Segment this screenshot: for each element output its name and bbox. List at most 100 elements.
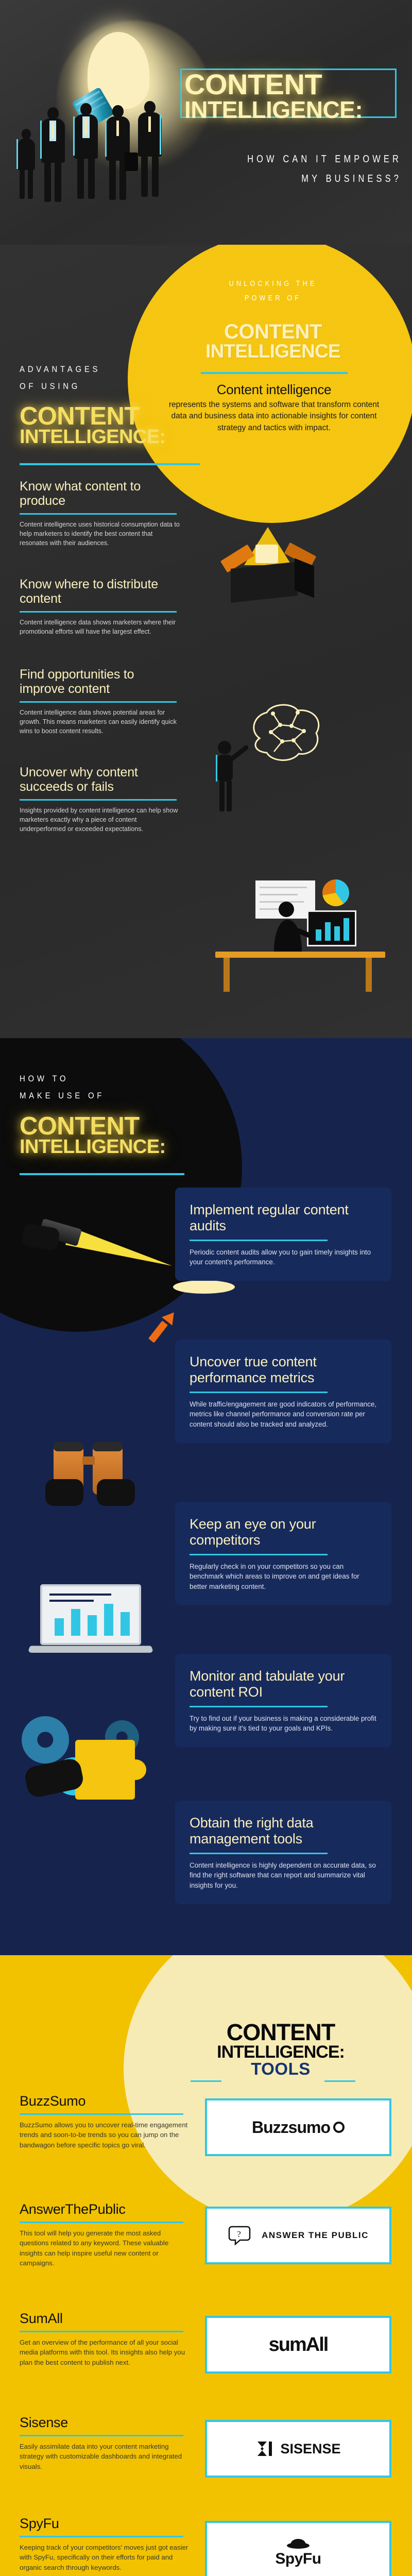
hand-icon — [45, 1479, 83, 1506]
tool-logo-text: sumAll — [268, 2333, 329, 2355]
laptop-screen-icon — [40, 1584, 141, 1645]
tools-title-divider-right — [324, 2080, 355, 2082]
advantage-heading: Know where to distribute content — [20, 577, 158, 606]
tools-title-line-3: TOOLS — [251, 2059, 311, 2079]
tools-section: CONTENT INTELLIGENCE: TOOLS BuzzSumo Buz… — [0, 1955, 412, 2576]
how-to-kicker-line-1: HOW TO — [20, 1074, 69, 1083]
definition-lead: Content intelligence — [216, 382, 332, 397]
definition-kicker-line-1: UNLOCKING THE — [229, 279, 317, 288]
how-to-body: Content intelligence is highly dependent… — [190, 1861, 376, 1890]
tool-body: Keeping track of your competitors' moves… — [20, 2544, 188, 2571]
advantages-title-line-2: INTELLIGENCE: — [20, 426, 166, 448]
puzzle-piece-icon — [75, 1740, 146, 1800]
tool-logo-text: Buzzsumo — [252, 2117, 331, 2137]
tool-logo-text: ANSWER THE PUBLIC — [262, 2230, 369, 2241]
how-to-title-divider — [20, 1173, 184, 1175]
advantage-heading: Find opportunities to improve content — [20, 667, 134, 697]
tool-body: Get an overview of the performance of al… — [20, 2338, 185, 2366]
advantage-body: Content intelligence uses historical con… — [20, 520, 180, 547]
how-to-body: Regularly check in on your competitors s… — [190, 1562, 359, 1591]
light-beam-icon — [65, 1227, 175, 1275]
advantages-kicker: ADVANTAGES OF USING — [20, 361, 169, 395]
person-pointing-illustration — [207, 739, 249, 817]
how-to-heading: Implement regular content audits — [190, 1202, 349, 1233]
tool-name: BuzzSumo — [20, 2093, 86, 2109]
definition-heading-line-2: INTELLIGENCE — [205, 341, 341, 362]
binoculars-illustration — [31, 1430, 170, 1533]
hero-title-line-1: CONTENT — [184, 68, 322, 100]
tool-name: SpyFu — [20, 2516, 59, 2531]
how-to-kicker: HOW TO MAKE USE OF — [20, 1070, 165, 1104]
gears-puzzle-illustration — [19, 1713, 173, 1832]
tool-name: Sisense — [20, 2415, 68, 2430]
how-to-card: Obtain the right data management tools C… — [175, 1801, 391, 1905]
how-to-body: Periodic content audits allow you to gai… — [190, 1248, 371, 1266]
how-to-heading: Monitor and tabulate your content ROI — [190, 1668, 345, 1700]
advantage-heading: Uncover why content succeeds or fails — [20, 765, 138, 794]
tool-item: AnswerThePublic This tool will help you … — [20, 2201, 190, 2268]
advantages-title-line-1: CONTENT — [20, 402, 140, 430]
businesspeople-illustration — [15, 101, 185, 222]
tool-name: AnswerThePublic — [20, 2201, 126, 2217]
tool-item: Sisense Easily assimilate data into your… — [20, 2415, 190, 2471]
tools-title-line-1: CONTENT — [226, 2019, 336, 2045]
advantage-heading: Know what content to produce — [20, 479, 141, 509]
light-pool-icon — [173, 1280, 235, 1294]
tool-item: SumAll Get an overview of the performanc… — [20, 2311, 190, 2367]
tool-divider — [20, 2435, 183, 2436]
definition-kicker-line-2: POWER OF — [244, 293, 302, 302]
person-pointing-icon — [216, 741, 249, 811]
how-to-body: While traffic/engagement are good indica… — [190, 1400, 376, 1429]
advantage-item: Find opportunities to improve content Co… — [20, 667, 180, 736]
wall-pie-chart-icon — [322, 879, 349, 906]
how-to-divider — [190, 1852, 328, 1854]
tool-logo-card[interactable]: sumAll — [205, 2316, 391, 2374]
paper-stack-icon — [255, 545, 278, 563]
how-to-divider — [190, 1391, 328, 1393]
hero-subtitle-line-1: HOW CAN IT EMPOWER — [247, 154, 402, 165]
advantage-item: Know what content to produce Content int… — [20, 479, 180, 548]
hero-subtitle: HOW CAN IT EMPOWER MY BUSINESS? — [174, 149, 402, 189]
buzzsumo-circle-icon — [333, 2122, 345, 2133]
advantage-item: Uncover why content succeeds or fails In… — [20, 765, 180, 834]
advantage-divider — [20, 799, 177, 801]
advantage-body: Content intelligence data shows marketer… — [20, 618, 176, 635]
briefcase-icon — [125, 152, 138, 171]
tool-divider — [20, 2536, 183, 2537]
tools-title-divider-left — [191, 2080, 221, 2082]
content-box-illustration — [220, 527, 319, 611]
how-to-card: Keep an eye on your competitors Regularl… — [175, 1502, 391, 1606]
desk-surface — [215, 952, 385, 958]
tool-item: BuzzSumo BuzzSumo allows you to uncover … — [20, 2093, 190, 2150]
tool-logo-card[interactable]: SpyFu — [205, 2521, 391, 2576]
monitor-icon — [307, 910, 356, 946]
hero-title-box — [180, 69, 397, 118]
hero-subtitle-line-2: MY BUSINESS? — [301, 173, 402, 184]
tool-divider — [20, 2331, 183, 2332]
tool-body: Easily assimilate data into your content… — [20, 2443, 182, 2470]
definition-heading-line-1: CONTENT — [224, 320, 322, 343]
tool-body: This tool will help you generate the mos… — [20, 2229, 169, 2267]
how-to-title-line-1: CONTENT — [20, 1112, 140, 1140]
tool-logo-card[interactable]: ? ANSWER THE PUBLIC — [205, 2207, 391, 2264]
advantages-kicker-line-2: OF USING — [20, 381, 81, 392]
definition-divider — [201, 372, 348, 374]
tool-divider — [20, 2113, 183, 2115]
definition-circle — [128, 245, 412, 523]
tools-title: CONTENT INTELLIGENCE: TOOLS — [170, 2021, 391, 2078]
tool-item: SpyFu Keeping track of your competitors'… — [20, 2516, 190, 2572]
how-to-heading: Uncover true content performance metrics — [190, 1354, 317, 1385]
advantage-body: Insights provided by content intelligenc… — [20, 806, 178, 833]
how-to-title-line-2: INTELLIGENCE: — [20, 1136, 166, 1158]
advantage-divider — [20, 611, 177, 613]
tool-logo-card[interactable]: SISENSE — [205, 2420, 391, 2478]
seated-person-icon — [267, 900, 314, 957]
how-to-heading: Obtain the right data management tools — [190, 1815, 314, 1846]
spy-hat-icon — [287, 2539, 310, 2549]
definition-heading: CONTENT INTELLIGENCE — [154, 320, 391, 362]
brain-icon — [253, 704, 320, 761]
tool-logo-card[interactable]: Buzzsumo — [205, 2098, 391, 2156]
how-to-section: HOW TO MAKE USE OF CONTENT INTELLIGENCE: — [0, 1038, 412, 1955]
tools-backdrop-circle — [124, 1955, 412, 2223]
tool-name: SumAll — [20, 2311, 63, 2326]
